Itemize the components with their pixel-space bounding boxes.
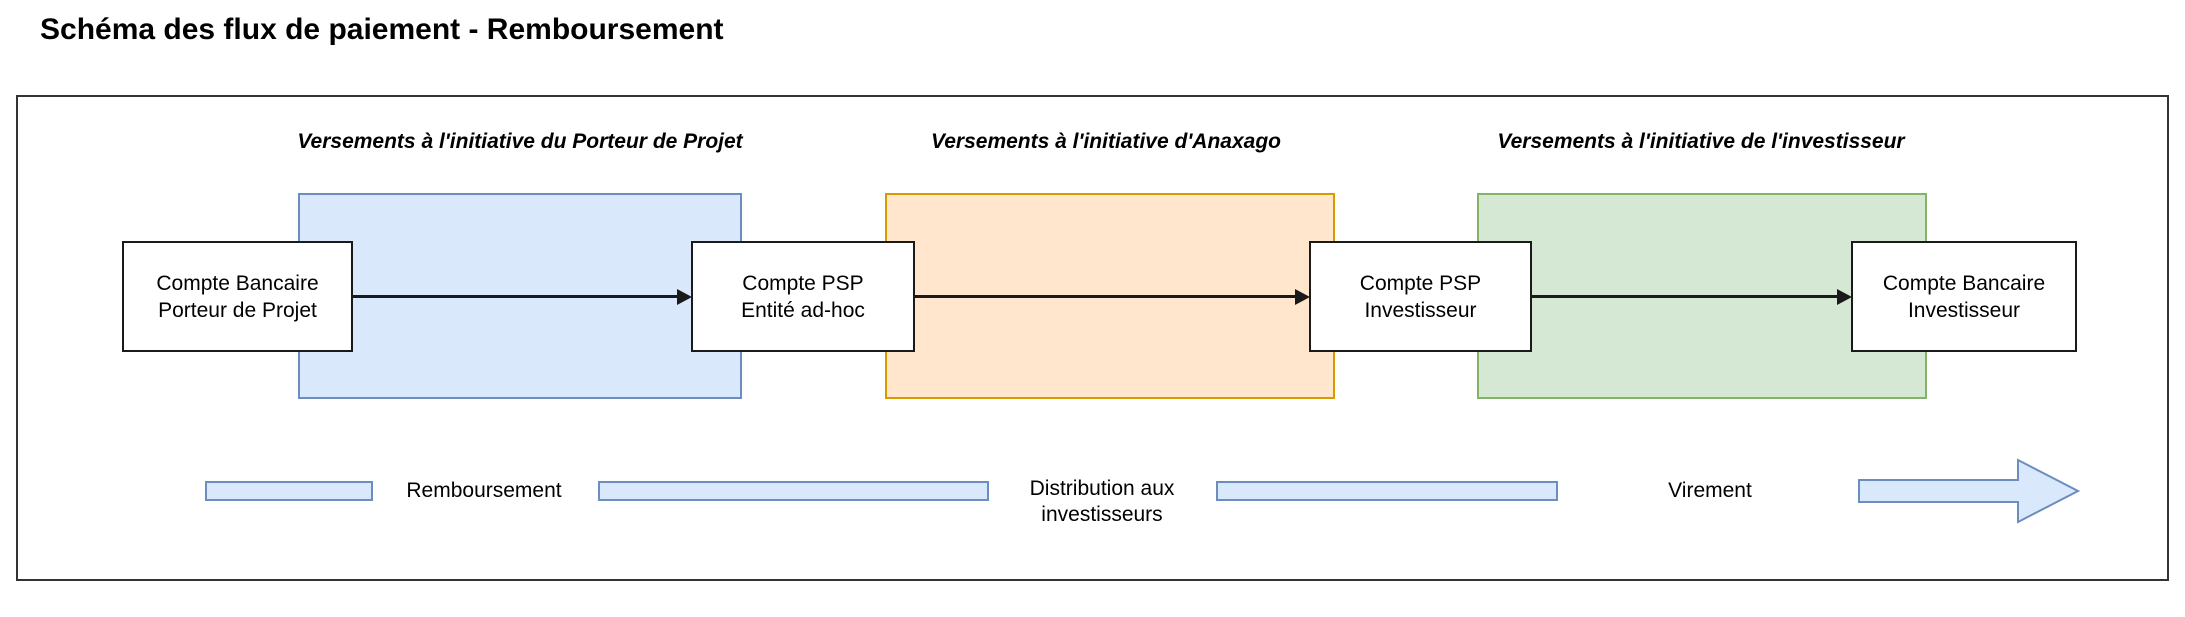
- flow-label-distribution-line1: Distribution aux: [1029, 477, 1175, 500]
- section-header-porteur-de-projet: Versements à l'initiative du Porteur de …: [297, 130, 743, 153]
- node-label-line2: Entité ad-hoc: [741, 298, 865, 322]
- flow-label-distribution: Distribution aux investisseurs: [1030, 476, 1175, 528]
- node-compte-bancaire-investisseur: Compte Bancaire Investisseur: [1851, 241, 2077, 352]
- flow-bar-segment: [1216, 481, 1558, 501]
- node-label-line1: Compte Bancaire: [1882, 271, 2046, 295]
- page-title: Schéma des flux de paiement - Remboursem…: [40, 13, 724, 46]
- flow-bar-segment: [205, 481, 373, 501]
- node-label-line1: Compte PSP: [1359, 271, 1482, 295]
- flow-bar-segment: [598, 481, 989, 501]
- flow-label-virement: Virement: [1668, 479, 1752, 502]
- block-arrow-shape: [1858, 458, 2080, 524]
- flow-direction-arrow-icon: [1858, 458, 2080, 524]
- node-label-line2: Investisseur: [1364, 298, 1477, 322]
- node-compte-psp-entite-adhoc: Compte PSP Entité ad-hoc: [691, 241, 915, 352]
- node-compte-bancaire-porteur: Compte Bancaire Porteur de Projet: [122, 241, 353, 352]
- section-header-anaxago: Versements à l'initiative d'Anaxago: [931, 130, 1281, 153]
- arrow-psp-adhoc-to-psp-investisseur: [915, 295, 1295, 298]
- section-header-investisseur: Versements à l'initiative de l'investiss…: [1497, 130, 1905, 153]
- node-compte-psp-investisseur: Compte PSP Investisseur: [1309, 241, 1532, 352]
- node-label-line2: Porteur de Projet: [158, 298, 317, 322]
- arrow-porteur-to-psp-adhoc: [353, 295, 677, 298]
- flow-label-remboursement: Remboursement: [406, 479, 562, 502]
- arrow-psp-investisseur-to-bancaire: [1532, 295, 1837, 298]
- node-label-line1: Compte PSP: [742, 271, 864, 295]
- node-label-line2: Investisseur: [1907, 298, 2021, 322]
- flow-label-distribution-line2: investisseurs: [1041, 503, 1163, 526]
- node-label-line1: Compte Bancaire: [156, 271, 319, 295]
